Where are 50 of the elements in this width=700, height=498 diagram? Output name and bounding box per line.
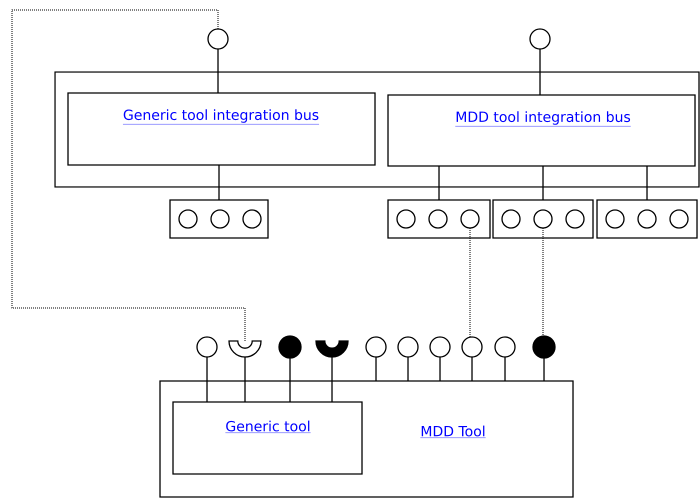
- port-circle: [501, 209, 521, 229]
- interface-circle: [365, 336, 387, 358]
- interface-circle: [461, 336, 483, 358]
- connector-line: [244, 357, 246, 402]
- port-box: [169, 199, 269, 239]
- port-circle: [178, 209, 198, 229]
- port-circle: [605, 209, 625, 229]
- connector-line: [206, 357, 208, 402]
- connector-line: [217, 49, 219, 93]
- connector-line: [375, 357, 377, 381]
- interface-circle: [429, 336, 451, 358]
- connector-line: [504, 357, 506, 381]
- interface-circle: [397, 336, 419, 358]
- dotted-connector: [542, 228, 544, 336]
- connector-line: [407, 357, 409, 381]
- bus-box: Generic tool integration bus: [67, 92, 376, 166]
- port-circle: [460, 209, 480, 229]
- port-circle: [565, 209, 585, 229]
- socket-symbol: [228, 340, 262, 358]
- connector-line: [289, 358, 291, 402]
- port-circle: [242, 209, 262, 229]
- connector-line: [218, 165, 220, 200]
- dotted-connector: [12, 10, 246, 342]
- interface-circle: [494, 336, 516, 358]
- tool-box: Generic tool: [172, 401, 363, 475]
- port-circle: [210, 209, 230, 229]
- port-circle: [637, 209, 657, 229]
- interface-circle: [532, 335, 556, 359]
- bus-container-box: [54, 71, 700, 188]
- port-circle: [428, 209, 448, 229]
- interface-circle: [207, 28, 229, 50]
- connector-line: [539, 49, 541, 95]
- bus-box: MDD tool integration bus: [387, 94, 696, 167]
- port-circle: [669, 209, 689, 229]
- interface-circle: [196, 336, 218, 358]
- interface-circle: [278, 335, 302, 359]
- connector-line: [439, 357, 441, 381]
- connector-line: [471, 357, 473, 381]
- port-box: [387, 199, 491, 239]
- port-box: [492, 199, 594, 239]
- connector-line: [543, 358, 545, 381]
- connector-line: [646, 166, 648, 200]
- socket-symbol: [315, 340, 349, 358]
- connector-line: [542, 166, 544, 200]
- interface-circle: [529, 28, 551, 50]
- connector-line: [331, 357, 333, 402]
- port-circle: [533, 209, 553, 229]
- connector-line: [438, 166, 440, 200]
- port-box: [596, 199, 698, 239]
- port-circle: [396, 209, 416, 229]
